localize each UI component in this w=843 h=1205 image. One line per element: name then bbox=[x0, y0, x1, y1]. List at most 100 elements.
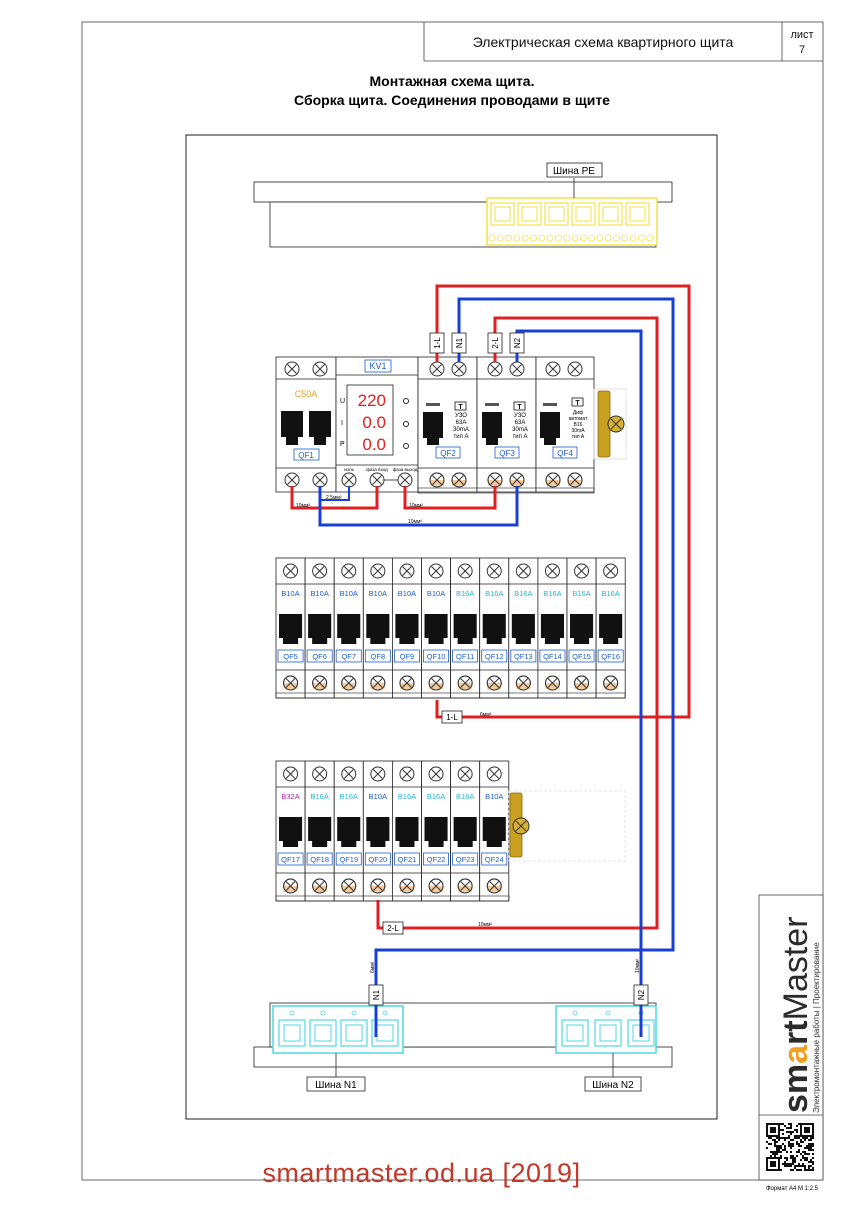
breaker-id: QF22 bbox=[427, 855, 446, 864]
wire-qf1-to-rcd bbox=[290, 486, 379, 510]
breaker-qf5: B10A QF5 bbox=[275, 557, 306, 699]
breaker-id: QF5 bbox=[283, 652, 298, 661]
breaker-rating: B10A bbox=[398, 589, 416, 598]
kv1-indicator-u bbox=[403, 398, 409, 404]
comb-bus-row-1 bbox=[275, 692, 626, 699]
kv1-indicator-i bbox=[403, 421, 409, 427]
breaker-rating: B16A bbox=[485, 589, 503, 598]
diagram-heading-line2: Сборка щита. Соединения проводами в щите bbox=[294, 92, 610, 108]
qf3-spec-2: 30mA bbox=[512, 427, 528, 433]
svg-text:T: T bbox=[458, 404, 463, 411]
breaker-id: QF13 bbox=[514, 652, 533, 661]
svg-text:T: T bbox=[517, 404, 522, 411]
qf2-test-button-icon bbox=[454, 401, 467, 411]
marker-n1-bottom: N1 bbox=[372, 989, 381, 1000]
sheet-title: Электрическая схема квартирного щита bbox=[473, 34, 734, 50]
breaker-rating: B16A bbox=[340, 792, 358, 801]
breaker-rating: B10A bbox=[369, 792, 387, 801]
kv1-letter-i: I bbox=[341, 420, 343, 427]
wire-neutral-n1 bbox=[374, 297, 675, 1037]
wire-relay-to-rcd bbox=[403, 486, 497, 510]
pe-bus-label-box bbox=[546, 162, 603, 178]
n1-bus-label-box bbox=[306, 1076, 366, 1092]
marker-n2-top: N2 bbox=[513, 337, 522, 348]
kv1-term-phase-in: фаза вход bbox=[366, 467, 388, 472]
wire-size-10c: 10мм² bbox=[408, 519, 422, 525]
pe-bus-label: Шина PE bbox=[553, 166, 595, 177]
n-bus-assembly: Шина N1 Шина N2 bbox=[253, 1002, 673, 1092]
qf1-tag bbox=[293, 448, 320, 461]
qf2-spec-1: 63А bbox=[456, 420, 467, 426]
kv1-letter-u: U bbox=[340, 398, 345, 405]
breaker-rating: B16A bbox=[310, 792, 328, 801]
diagram-heading-line1: Монтажная схема щита. bbox=[370, 73, 535, 89]
breaker-rating: B10A bbox=[340, 589, 358, 598]
kv1-indicator-p bbox=[403, 443, 409, 449]
breaker-qf18: B16A QF18 bbox=[304, 760, 335, 902]
qf3-spec-3: тип А bbox=[512, 434, 527, 440]
footer-url: smartmaster.od.ua [2019] bbox=[262, 1158, 581, 1188]
breaker-id: QF7 bbox=[341, 652, 356, 661]
qf4-spec-0: Диф bbox=[573, 410, 583, 416]
breaker-id: QF15 bbox=[572, 652, 591, 661]
n1-bus-label: Шина N1 bbox=[315, 1080, 357, 1091]
svg-text:T: T bbox=[575, 400, 580, 407]
qf2-spec-3: тип А bbox=[453, 434, 468, 440]
breaker-qf15: B16A QF15 bbox=[566, 557, 597, 699]
breaker-id: QF24 bbox=[485, 855, 504, 864]
kv1-term-neutral: ноль bbox=[344, 467, 355, 472]
qf2-label: QF2 bbox=[440, 449, 456, 458]
qf4-spec-3: 30mA bbox=[571, 428, 585, 434]
marker-2l-row2: 2-L bbox=[387, 924, 399, 933]
breaker-id: QF21 bbox=[398, 855, 417, 864]
wire-size-25: 2,5мм² bbox=[326, 495, 342, 501]
n2-bus-label-box bbox=[584, 1076, 642, 1092]
marker-2l-top: 2-L bbox=[491, 337, 500, 349]
breaker-rating: B16A bbox=[456, 792, 474, 801]
sheet-number: 7 bbox=[799, 44, 805, 56]
pe-bus-slots bbox=[488, 202, 654, 242]
qf4-spec-2: В16 bbox=[574, 422, 583, 428]
kv1-label: KV1 bbox=[369, 361, 386, 371]
breaker-qf7: B10A QF7 bbox=[333, 557, 364, 699]
comb-bus-row-2 bbox=[275, 895, 510, 902]
breaker-row-1: B10AQF5B10AQF6B10AQF7B10AQF8B10AQF9B10AQ… bbox=[275, 557, 626, 699]
wire-neutral-main bbox=[318, 486, 519, 527]
wire-markers: 1-L N1 2-L N2 1-L 2-L N1 N2 10мм² 2,5мм²… bbox=[296, 332, 649, 1006]
breaker-id: QF19 bbox=[339, 855, 358, 864]
marker-1l-top: 1-L bbox=[433, 337, 442, 349]
wire-phase-2l bbox=[376, 316, 659, 930]
kv1-readout-p: 0.0 bbox=[362, 435, 386, 454]
breaker-rating: B16A bbox=[456, 589, 474, 598]
breaker-rating: B10A bbox=[281, 589, 299, 598]
brand-tagline: Электромонтажные работы | Проектирование bbox=[812, 942, 821, 1113]
qf1-rating: C50A bbox=[295, 389, 318, 399]
qf3-test-button-icon bbox=[513, 401, 526, 411]
marker-n2-bottom: N2 bbox=[637, 989, 646, 1000]
breaker-id: QF17 bbox=[281, 855, 300, 864]
n2-bus-label: Шина N2 bbox=[592, 1080, 634, 1091]
qf3-spec-1: 63А bbox=[515, 420, 526, 426]
qf2-spec-2: 30mA bbox=[453, 427, 469, 433]
qf2-rcd: T УЗО 63А 30mA тип А QF2 bbox=[417, 356, 478, 493]
breaker-rating: B16A bbox=[514, 589, 532, 598]
breaker-row-2: B32AQF17B16AQF18B16AQF19B10AQF20B16AQF21… bbox=[275, 760, 510, 902]
breaker-rating: B16A bbox=[427, 792, 445, 801]
marker-1l-row1: 1-L bbox=[446, 713, 458, 722]
kv1-term-phase-out: фаза выход bbox=[393, 467, 418, 472]
marker-n1-top: N1 bbox=[455, 337, 464, 348]
breaker-rating: B16A bbox=[601, 589, 619, 598]
qf3-rcd: T УЗО 63А 30mA тип А QF3 bbox=[476, 356, 537, 493]
qf4-rcbo: T Диф автомат В16 30mA тип А QF4 bbox=[535, 356, 595, 493]
breaker-id: QF14 bbox=[543, 652, 562, 661]
breaker-id: QF18 bbox=[310, 855, 329, 864]
top-module-row: C50A QF1 KV1 U I P 220 0.0 0.0 ноль фаза… bbox=[275, 356, 627, 494]
breaker-rating: B16A bbox=[572, 589, 590, 598]
